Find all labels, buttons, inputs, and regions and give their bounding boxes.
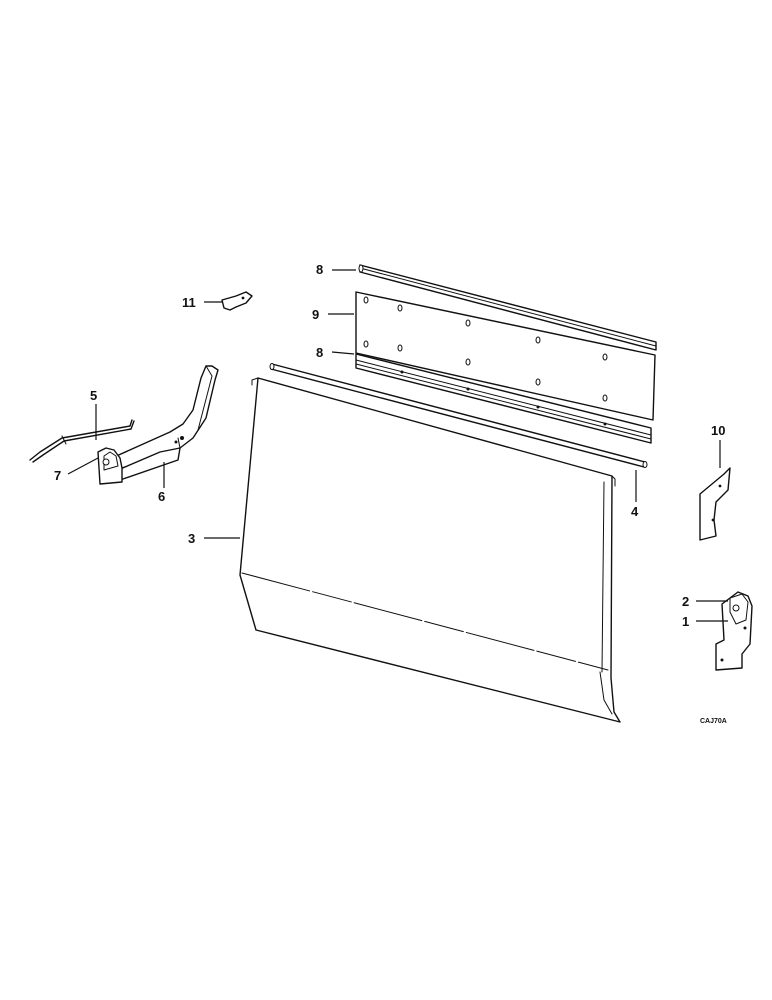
hinge-bracket-parts-1-2 bbox=[715, 591, 753, 671]
flap-strip-part-9 bbox=[355, 291, 656, 421]
bracket-arm-part-6 bbox=[111, 365, 219, 481]
strip-part-8-upper bbox=[358, 264, 657, 351]
rod-part-4 bbox=[269, 363, 648, 468]
callout-10: 10 bbox=[711, 423, 725, 438]
callout-6: 6 bbox=[158, 489, 165, 504]
callout-1: 1 bbox=[682, 614, 689, 629]
callout-labels: 8 9 8 11 5 7 6 3 4 10 2 1 bbox=[54, 262, 725, 629]
callout-2: 2 bbox=[682, 594, 689, 609]
panel-part-3 bbox=[239, 377, 621, 723]
callout-3: 3 bbox=[188, 531, 195, 546]
callout-5: 5 bbox=[90, 388, 97, 403]
drawing-code: CAJ70A bbox=[700, 718, 727, 725]
leader-lines bbox=[67, 269, 728, 622]
callout-8-lower: 8 bbox=[316, 345, 323, 360]
callout-8-upper: 8 bbox=[316, 262, 323, 277]
latch-part-7 bbox=[97, 447, 123, 485]
callout-4: 4 bbox=[631, 504, 639, 519]
side-plate-part-10 bbox=[699, 467, 731, 541]
callout-11: 11 bbox=[182, 295, 196, 310]
rod-part-5 bbox=[29, 419, 135, 463]
angle-strip-part-8-lower bbox=[355, 353, 652, 444]
clip-part-11 bbox=[221, 291, 253, 311]
callout-7: 7 bbox=[54, 468, 61, 483]
callout-9: 9 bbox=[312, 307, 319, 322]
